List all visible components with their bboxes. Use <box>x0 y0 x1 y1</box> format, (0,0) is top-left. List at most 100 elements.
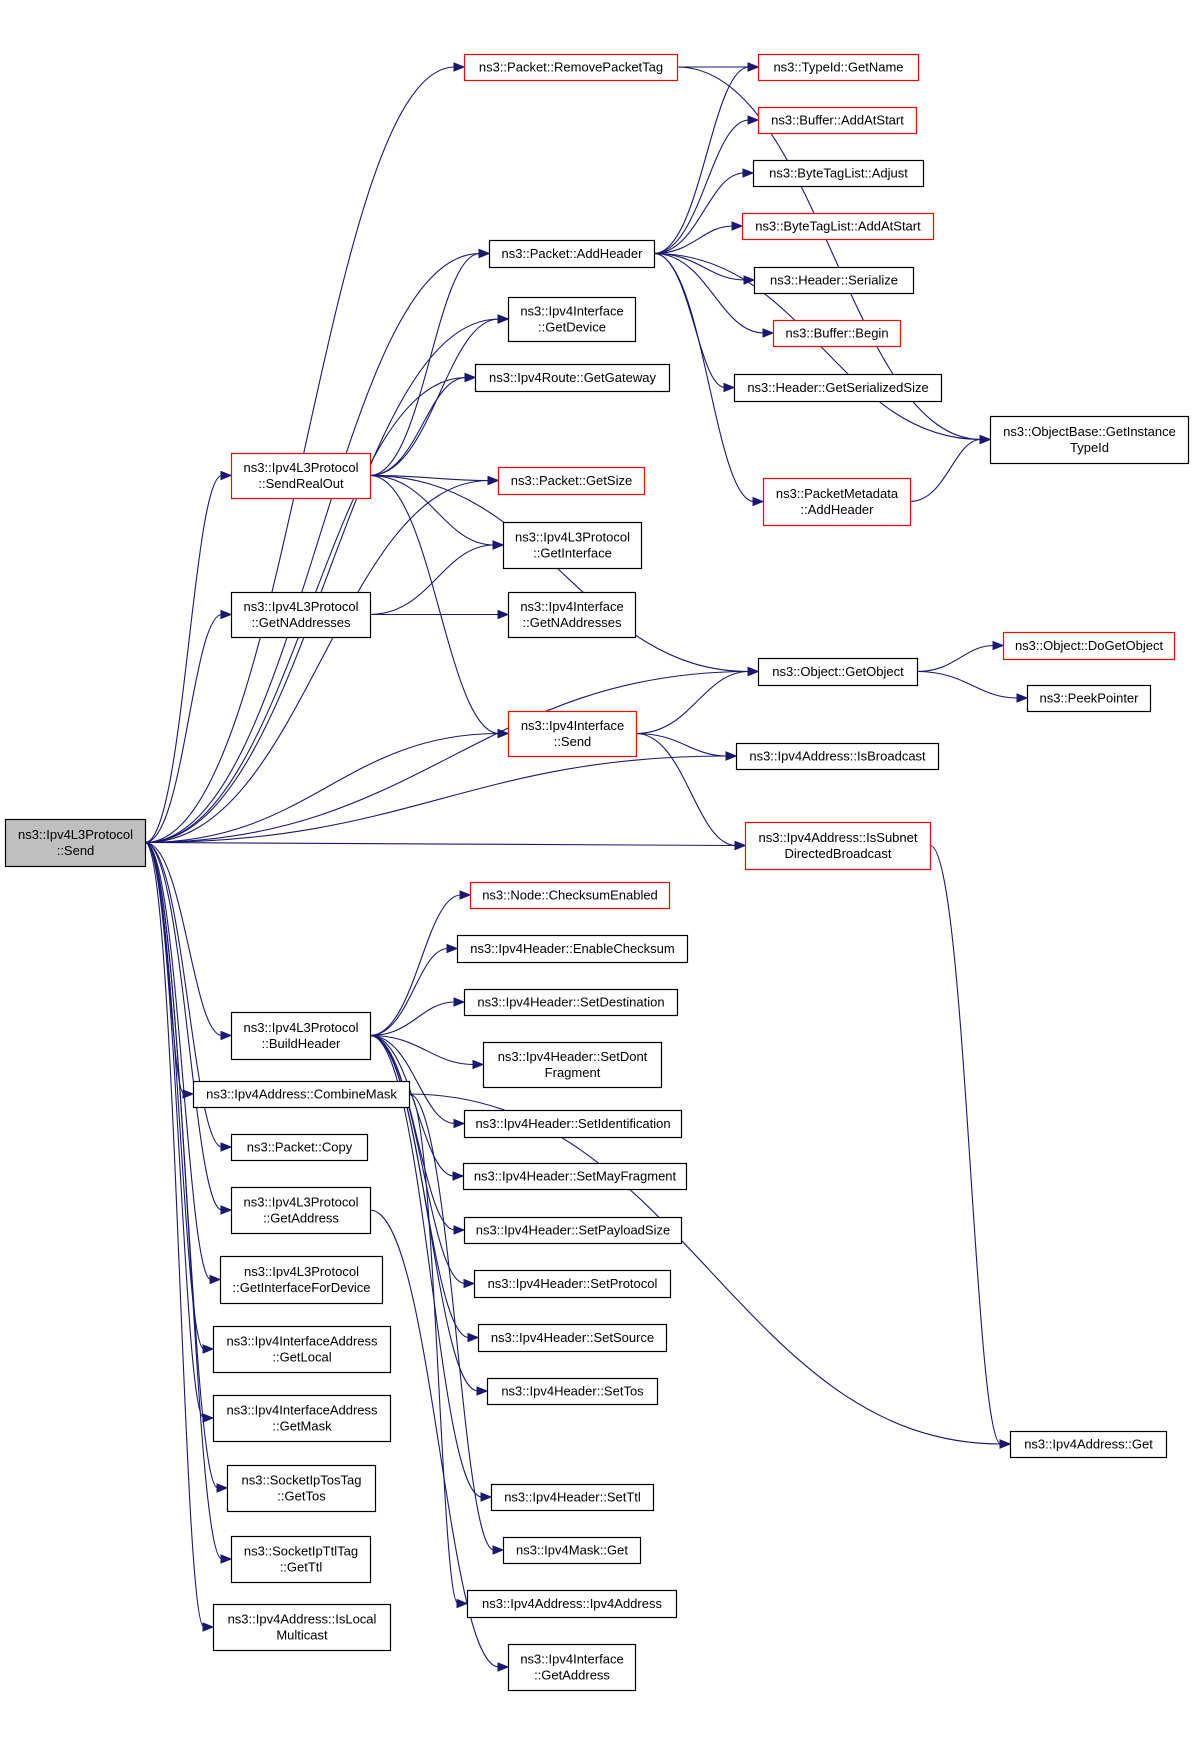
node-l3-get-address[interactable]: ns3::Ipv4L3Protocol::GetAddress <box>230 1186 372 1235</box>
edge-root-to-if-addr-get-local <box>144 841 215 1354</box>
node-type-id-get-name[interactable]: ns3::TypeId::GetName <box>757 53 920 82</box>
node-l3-get-interface-for-device[interactable]: ns3::Ipv4L3Protocol::GetInterfaceForDevi… <box>219 1255 384 1305</box>
node-packet-add-header[interactable]: ns3::Packet::AddHeader <box>488 239 656 269</box>
node-label: ::GetNAddresses <box>523 615 622 630</box>
node-if-get-naddresses[interactable]: ns3::Ipv4Interface::GetNAddresses <box>507 591 637 639</box>
node-box <box>230 591 372 639</box>
node-box <box>757 657 919 687</box>
node-label: ns3::Ipv4Header::SetProtocol <box>488 1276 658 1291</box>
node-metadata-add-header[interactable]: ns3::PacketMetadata::AddHeader <box>762 477 912 527</box>
node-label: ::GetDevice <box>538 320 606 335</box>
node-label: ::GetNAddresses <box>252 615 351 630</box>
node-label: ::Send <box>554 734 592 749</box>
edge-root-to-addr-is-subnet-directed-broadcast <box>144 840 747 851</box>
edge-l3-get-address-to-if-get-address <box>369 1209 510 1672</box>
node-label: ns3::Ipv4Interface <box>520 599 623 614</box>
node-byte-tag-adjust[interactable]: ns3::ByteTagList::Adjust <box>752 159 925 188</box>
node-addr-is-subnet-directed-broadcast[interactable]: ns3::Ipv4Address::IsSubnetDirectedBroadc… <box>744 821 932 871</box>
node-hdr-set-source[interactable]: ns3::Ipv4Header::SetSource <box>477 1323 668 1353</box>
node-if-get-device[interactable]: ns3::Ipv4Interface::GetDevice <box>507 296 637 343</box>
node-if-addr-get-local[interactable]: ns3::Ipv4InterfaceAddress::GetLocal <box>212 1325 392 1374</box>
node-byte-tag-add-at-start[interactable]: ns3::ByteTagList::AddAtStart <box>741 212 935 241</box>
node-label: ns3::ByteTagList::AddAtStart <box>755 219 921 234</box>
node-addr-ctor[interactable]: ns3::Ipv4Address::Ipv4Address <box>466 1589 678 1619</box>
node-box <box>463 988 679 1017</box>
node-peek-pointer[interactable]: ns3::PeekPointer <box>1026 684 1152 713</box>
node-hdr-set-tos[interactable]: ns3::Ipv4Header::SetTos <box>486 1377 659 1406</box>
edge-packet-add-header-to-buffer-begin <box>653 252 775 338</box>
node-header-get-serialized-size[interactable]: ns3::Header::GetSerializedSize <box>733 373 943 403</box>
edge-packet-add-header-to-metadata-add-header <box>653 252 765 507</box>
node-build-header[interactable]: ns3::Ipv4L3Protocol::BuildHeader <box>230 1011 372 1061</box>
node-remove-packet-tag[interactable]: ns3::Packet::RemovePacketTag <box>463 53 679 82</box>
node-label: ns3::Ipv4L3Protocol <box>244 460 359 475</box>
node-hdr-set-payload-size[interactable]: ns3::Ipv4Header::SetPayloadSize <box>463 1216 683 1245</box>
node-hdr-set-protocol[interactable]: ns3::Ipv4Header::SetProtocol <box>473 1269 672 1299</box>
node-label: ns3::Ipv4Header::SetTtl <box>504 1490 641 1505</box>
edge-packet-add-header-to-header-serialize <box>653 252 756 285</box>
node-label: ns3::Ipv4Header::SetSource <box>491 1330 654 1345</box>
node-label: ns3::Ipv4Mask::Get <box>516 1543 628 1558</box>
node-label: ns3::Ipv4InterfaceAddress <box>226 1403 378 1418</box>
node-addr-combine-mask[interactable]: ns3::Ipv4Address::CombineMask <box>192 1080 411 1109</box>
node-label: ns3::ByteTagList::Adjust <box>769 166 908 181</box>
node-box <box>466 1589 678 1619</box>
edge-root-to-if-addr-get-mask <box>144 841 215 1423</box>
node-box <box>463 53 679 82</box>
node-box <box>474 363 671 393</box>
node-root[interactable]: ns3::Ipv4L3Protocol::Send <box>4 818 147 868</box>
node-label: ::Send <box>57 843 95 858</box>
node-box <box>230 1011 372 1061</box>
node-label: TypeId <box>1070 440 1109 455</box>
node-label: ns3::Ipv4Address::Ipv4Address <box>482 1596 662 1611</box>
node-label: ns3::Ipv4L3Protocol <box>244 1020 359 1035</box>
node-addr-is-broadcast[interactable]: ns3::Ipv4Address::IsBroadcast <box>735 742 940 771</box>
node-route-get-gateway[interactable]: ns3::Ipv4Route::GetGateway <box>474 363 671 393</box>
node-box <box>477 1323 668 1353</box>
node-hdr-set-identification[interactable]: ns3::Ipv4Header::SetIdentification <box>463 1109 683 1139</box>
node-label: ns3::Ipv4L3Protocol <box>244 599 359 614</box>
node-tos-tag-get-tos[interactable]: ns3::SocketIpTosTag::GetTos <box>226 1464 377 1513</box>
node-label: ns3::Ipv4L3Protocol <box>244 1195 359 1210</box>
node-hdr-set-destination[interactable]: ns3::Ipv4Header::SetDestination <box>463 988 679 1017</box>
node-l3-get-interface[interactable]: ns3::Ipv4L3Protocol::GetInterface <box>502 521 643 570</box>
node-packet-get-size[interactable]: ns3::Packet::GetSize <box>497 466 646 496</box>
edge-root-to-tos-tag-get-tos <box>144 841 229 1493</box>
node-label: ns3::Ipv4Interface <box>521 718 624 733</box>
node-header-serialize[interactable]: ns3::Header::Serialize <box>753 266 915 295</box>
node-node-checksum-enabled[interactable]: ns3::Node::ChecksumEnabled <box>469 881 671 910</box>
edge-build-header-to-hdr-set-ttl <box>369 1034 493 1502</box>
node-box <box>486 1377 659 1406</box>
node-if-send[interactable]: ns3::Ipv4Interface::Send <box>507 710 638 758</box>
node-object-get-object[interactable]: ns3::Object::GetObject <box>757 657 919 687</box>
node-label: ns3::Packet::RemovePacketTag <box>479 60 663 75</box>
node-hdr-enable-checksum[interactable]: ns3::Ipv4Header::EnableChecksum <box>456 934 689 964</box>
node-send-real-out[interactable]: ns3::Ipv4L3Protocol::SendRealOut <box>230 452 372 500</box>
node-l3-get-naddresses[interactable]: ns3::Ipv4L3Protocol::GetNAddresses <box>230 591 372 639</box>
node-label: ns3::Ipv4InterfaceAddress <box>226 1334 378 1349</box>
node-layer: ns3::Ipv4L3Protocol::Send ns3::Packet::Re… <box>4 53 1190 1692</box>
node-buffer-add-at-start[interactable]: ns3::Buffer::AddAtStart <box>757 106 918 135</box>
edge-build-header-to-hdr-set-destination <box>369 997 466 1037</box>
node-box <box>757 106 918 135</box>
node-hdr-set-may-fragment[interactable]: ns3::Ipv4Header::SetMayFragment <box>462 1162 688 1191</box>
node-label: ::GetTtl <box>280 1560 323 1575</box>
edge-build-header-to-hdr-set-tos <box>369 1034 489 1396</box>
node-hdr-set-ttl[interactable]: ns3::Ipv4Header::SetTtl <box>490 1483 655 1512</box>
node-mask-get[interactable]: ns3::Ipv4Mask::Get <box>502 1536 642 1565</box>
node-box <box>497 466 646 496</box>
node-label: ns3::Ipv4Address::IsLocal <box>228 1612 377 1627</box>
node-if-get-address[interactable]: ns3::Ipv4Interface::GetAddress <box>507 1643 637 1692</box>
node-label: ns3::Ipv4Header::SetDestination <box>477 995 664 1010</box>
node-object-do-get-object[interactable]: ns3::Object::DoGetObject <box>1002 631 1176 661</box>
node-box <box>482 1041 663 1089</box>
node-addr-get[interactable]: ns3::Ipv4Address::Get <box>1009 1430 1168 1459</box>
node-buffer-begin[interactable]: ns3::Buffer::Begin <box>772 319 902 348</box>
node-label: ns3::Buffer::AddAtStart <box>771 113 904 128</box>
node-packet-copy[interactable]: ns3::Packet::Copy <box>230 1133 369 1162</box>
node-if-addr-get-mask[interactable]: ns3::Ipv4InterfaceAddress::GetMask <box>212 1394 392 1443</box>
node-ttl-tag-get-ttl[interactable]: ns3::SocketIpTtlTag::GetTtl <box>230 1535 372 1584</box>
